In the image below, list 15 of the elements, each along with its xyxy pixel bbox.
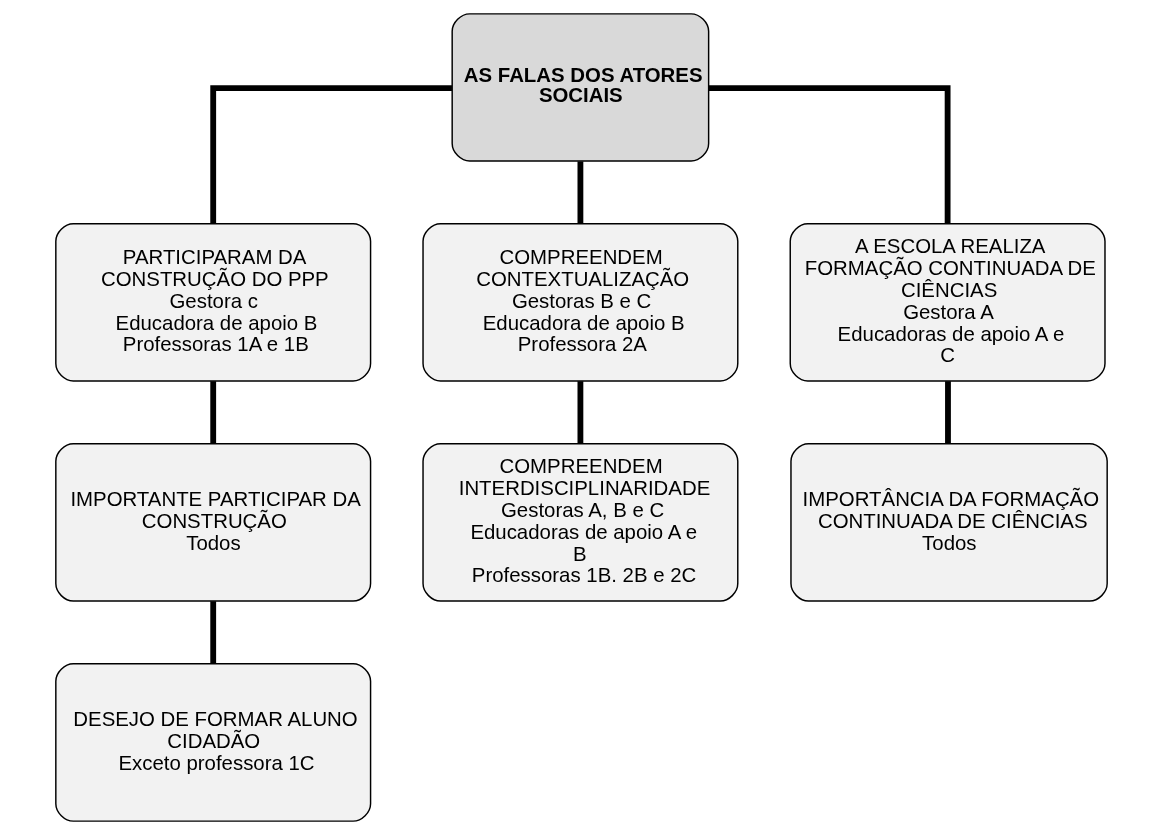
connector bbox=[708, 85, 951, 224]
node-box: A ESCOLA REALIZA FORMAÇÃO CONTINUADA DE CIÊNCIAS Gestora A Educadoras de apoio A e C bbox=[789, 222, 1106, 382]
node-box: PARTICIPARAM DA CONSTRUÇÃO DO PPP Gestora c Educadora de apoio B Professoras 1A e 1B bbox=[55, 222, 372, 382]
connector bbox=[577, 161, 584, 224]
node-box: DESEJO DE FORMAR ALUNO CIDADÃO Exceto professora 1C bbox=[55, 663, 372, 822]
node-box: IMPORTANTE PARTICIPAR DA CONSTRUÇÃO Todos bbox=[55, 443, 372, 602]
node-box: AS FALAS DOS ATORES SOCIAIS bbox=[451, 13, 710, 162]
connector bbox=[210, 381, 217, 444]
connector bbox=[577, 381, 584, 444]
connector bbox=[210, 601, 217, 664]
connector bbox=[210, 85, 452, 224]
node-box: IMPORTÂNCIA DA FORMAÇÃO CONTINUADA DE CIÊNCIAS Todos bbox=[790, 443, 1108, 602]
connector bbox=[945, 381, 951, 444]
node-box: COMPREENDEM INTERDISCIPLINARIDADE Gestoras A, B e C Educadoras de apoio A e B Professoras 1B. 2B e 2C bbox=[422, 443, 739, 602]
node-box: COMPREENDEM CONTEXTUALIZAÇÃO Gestoras B e C Educadora de apoio B Professora 2A bbox=[422, 222, 739, 382]
